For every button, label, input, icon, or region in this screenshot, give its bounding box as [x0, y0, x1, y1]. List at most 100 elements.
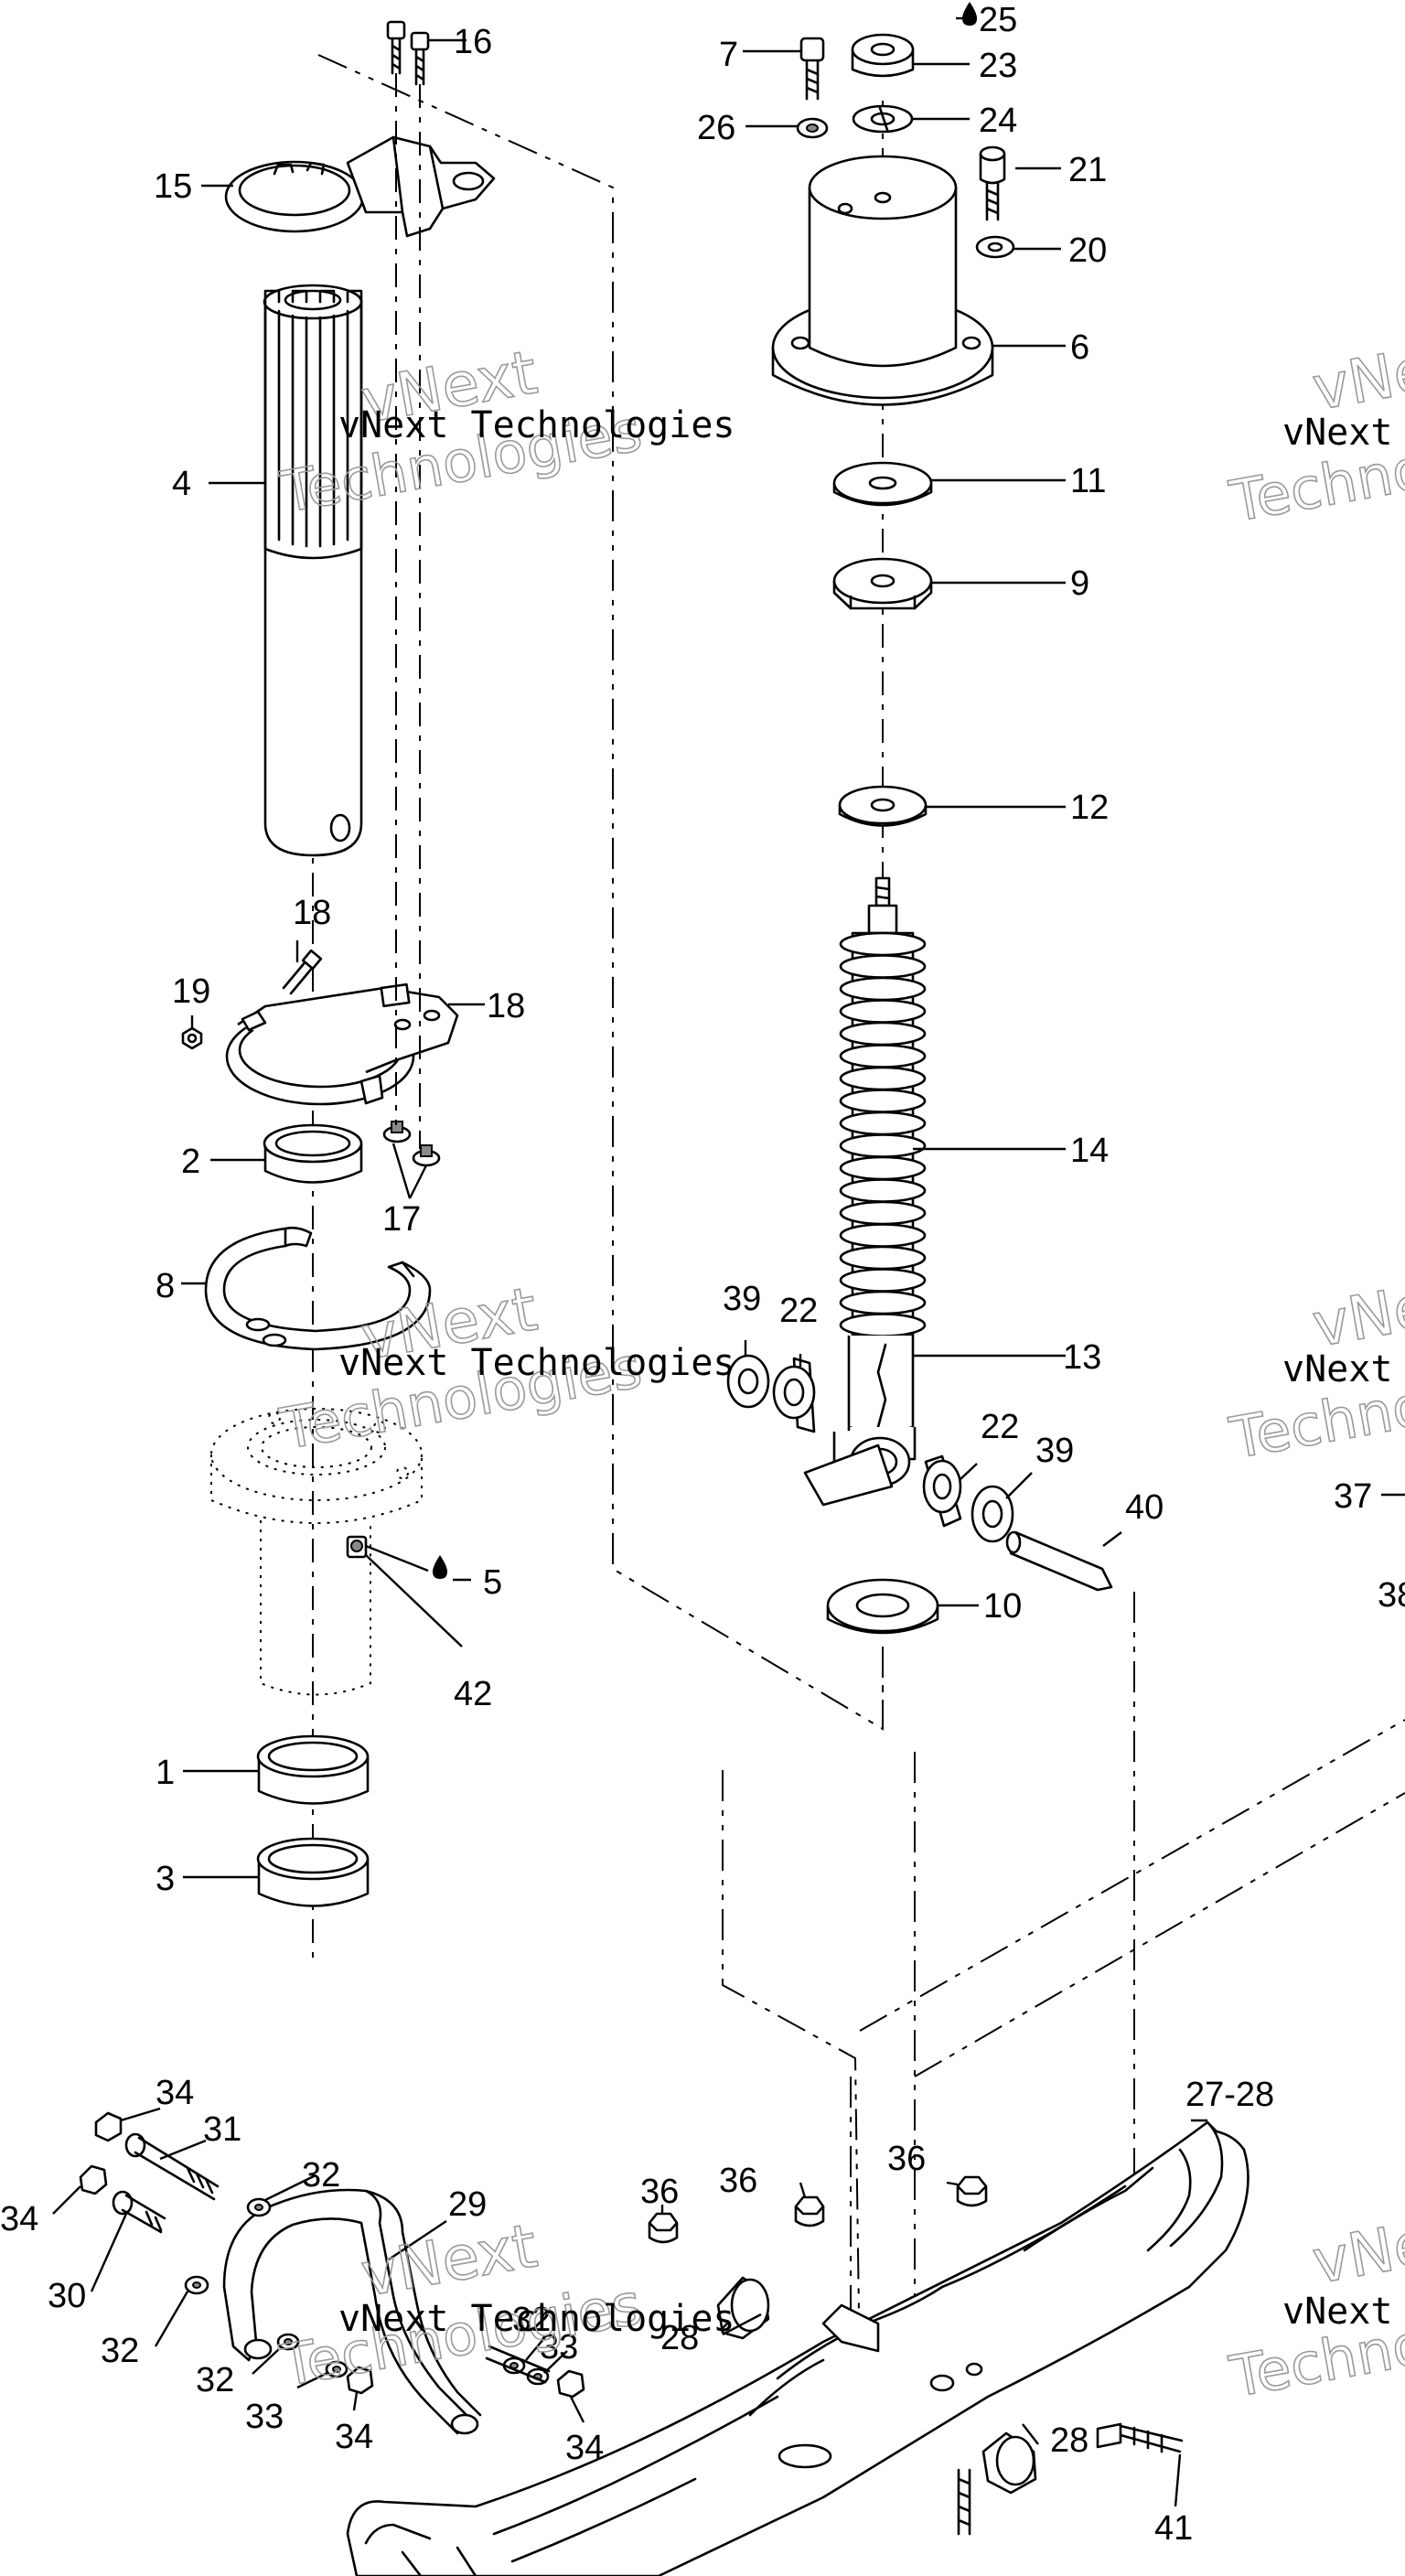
callout-19: 19 — [172, 972, 210, 1011]
callout-34-right: 34 — [565, 2429, 604, 2467]
callout-2: 2 — [181, 1143, 200, 1181]
callout-12: 12 — [1070, 789, 1109, 827]
callout-28-right: 28 — [1050, 2421, 1089, 2460]
spring-coil — [839, 1178, 927, 1203]
spring-coil — [839, 1133, 927, 1158]
phantom-lines — [317, 54, 1405, 2388]
left-assembly — [181, 20, 496, 1958]
callout-16: 16 — [454, 23, 492, 61]
callout-41: 41 — [1154, 2509, 1193, 2548]
part-39-washer-left — [726, 1354, 770, 1409]
callout-23: 23 — [979, 47, 1017, 85]
callout-32-right: 32 — [512, 2301, 551, 2339]
spring-coil — [839, 1089, 927, 1113]
part-36-nut-middle — [794, 2195, 825, 2227]
part-32-washer-lower — [276, 2333, 300, 2351]
watermark-2: vNext Technologies vNext Technologies — [274, 1273, 735, 1464]
part-30-bolt — [112, 2190, 166, 2234]
part-2-bushing — [263, 1123, 363, 1184]
part-40-pin — [1005, 1530, 1113, 1592]
part-34-nut-right — [556, 2369, 585, 2399]
callout-36-left: 36 — [640, 2173, 679, 2211]
part-23-nut — [851, 33, 915, 78]
spring-coil — [839, 931, 927, 957]
part-16-screws — [386, 20, 430, 86]
callout-5: 5 — [483, 1563, 502, 1602]
handle-bolt-right — [485, 2345, 551, 2384]
callout-26: 26 — [697, 109, 735, 147]
callout-14: 14 — [1070, 1132, 1109, 1170]
svg-text:vNext Technologies: vNext Technologies — [1282, 412, 1405, 454]
part-4-steering-column — [263, 284, 363, 857]
spring-coil — [839, 976, 927, 1002]
callout-34-lower: 34 — [335, 2418, 373, 2456]
part-12-washer — [838, 785, 928, 827]
part-41-ski-bolt — [1096, 2422, 1184, 2453]
part-36-nut-right — [956, 2175, 988, 2207]
callout-36-middle: 36 — [719, 2162, 757, 2200]
part-11-washer — [832, 461, 933, 507]
svg-text:vNext Technologies: vNext Technologies — [338, 1342, 735, 1384]
callout-7: 7 — [719, 36, 738, 74]
callout-10: 10 — [983, 1587, 1022, 1626]
callout-32-lower: 32 — [196, 2361, 234, 2399]
center-assembly — [726, 33, 1113, 1635]
callout-42: 42 — [454, 1675, 492, 1713]
watermark-5: vNext Technologies vNext Technologies — [1224, 1261, 1405, 1473]
part-32-washer-left — [184, 2275, 209, 2295]
part-24-washer — [852, 104, 914, 134]
callout-36-right: 36 — [887, 2140, 926, 2178]
callout-38: 38 — [1378, 1576, 1405, 1615]
part-31-bolt — [124, 2132, 220, 2201]
callout-25: 25 — [979, 1, 1017, 39]
callout-6: 6 — [1070, 328, 1089, 367]
callout-34-left: 34 — [0, 2200, 38, 2238]
callout-32-left: 32 — [101, 2332, 139, 2370]
spring-coil — [839, 999, 927, 1024]
callout-11: 11 — [1070, 462, 1106, 500]
oil-drop-icon — [433, 1555, 447, 1579]
part-20-washer — [975, 235, 1015, 259]
ski-assembly — [79, 2111, 1249, 2576]
part-8-retaining-ring — [204, 1226, 432, 1351]
callout-20: 20 — [1068, 231, 1107, 270]
part-1-bushing — [256, 1734, 370, 1805]
callout-9: 9 — [1070, 564, 1089, 603]
spring-coil — [839, 1268, 927, 1293]
callout-40: 40 — [1125, 1488, 1164, 1527]
part-3-bushing — [256, 1837, 370, 1907]
callout-29: 29 — [448, 2185, 487, 2224]
spring-coil — [839, 1223, 927, 1248]
part-28-wear-bar-right — [981, 2431, 1037, 2495]
svg-text:vNext Technologies: vNext Technologies — [338, 2298, 735, 2340]
part-34-nut-lower — [346, 2366, 374, 2395]
part-39-washer-right — [971, 1485, 1014, 1543]
callout-31: 31 — [203, 2110, 241, 2149]
part-6-shock-support — [771, 155, 994, 406]
part-18-steering-bracket — [181, 949, 459, 1106]
part-32-washer-top — [246, 2197, 272, 2217]
part-42-grease-fitting — [346, 1535, 368, 1559]
spring-coil — [839, 1245, 927, 1271]
callout-1: 1 — [156, 1754, 175, 1792]
part-14-shock-absorber — [839, 876, 927, 1434]
part-17-screws-washers — [382, 1121, 441, 1167]
callout-30: 30 — [48, 2277, 86, 2315]
part-13-shock-eye — [803, 1427, 917, 1507]
spring-coil — [839, 1044, 927, 1068]
part-15-steering-support — [224, 135, 496, 238]
svg-text:vNext Technologies: vNext Technologies — [1282, 2291, 1405, 2333]
callout-33-right: 33 — [540, 2328, 578, 2367]
spring-coil — [839, 1290, 927, 1315]
callout-37: 37 — [1334, 1477, 1372, 1516]
callout-4: 4 — [172, 465, 191, 503]
callout-17: 17 — [382, 1200, 421, 1239]
callout-39-right: 39 — [1035, 1432, 1074, 1470]
callout-3: 3 — [156, 1860, 175, 1898]
ski-stud — [957, 2468, 971, 2536]
callout-18-right: 18 — [487, 987, 525, 1025]
watermark-4: vNext Technologies vNext Technologies — [1224, 324, 1405, 536]
callout-13: 13 — [1063, 1338, 1101, 1377]
spring-coil — [839, 1313, 927, 1337]
